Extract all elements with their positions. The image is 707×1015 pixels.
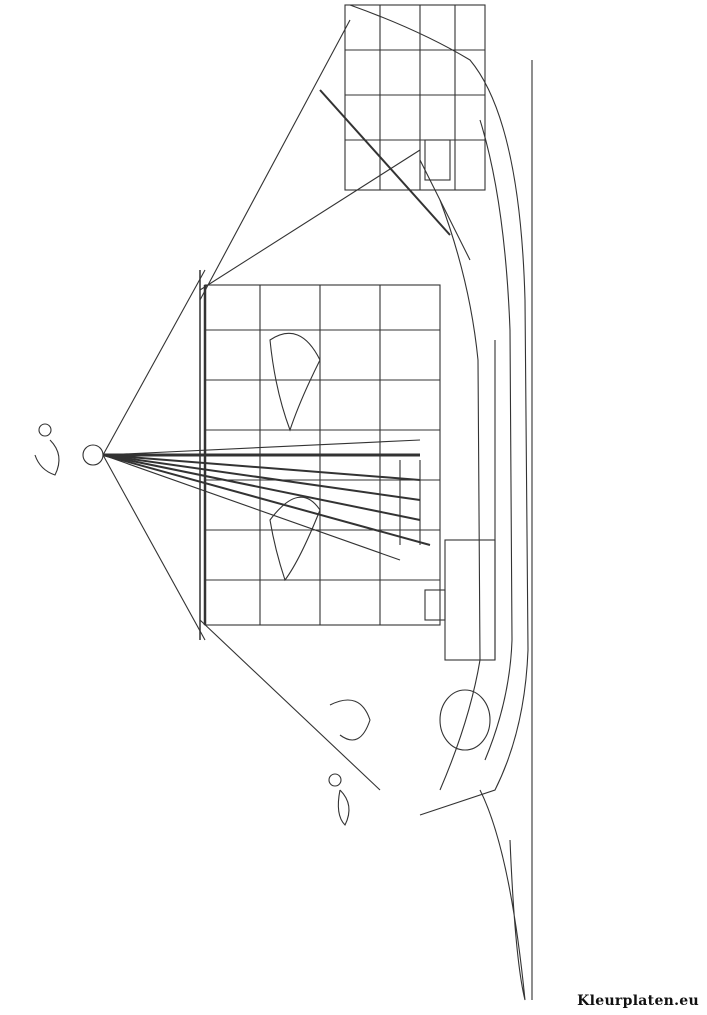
watermark: Kleurplaten.eu — [577, 993, 699, 1009]
hull — [349, 4, 529, 816]
mast-and-rigging — [82, 19, 431, 791]
stern-ornament — [328, 689, 526, 1001]
figurehead-top — [34, 423, 60, 476]
foremast-sail — [319, 4, 486, 236]
